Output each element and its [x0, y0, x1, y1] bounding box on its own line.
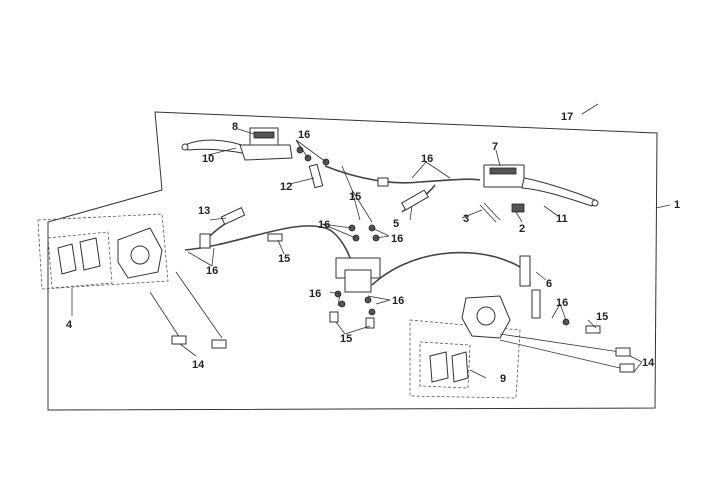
- caliper-piston-right: [476, 306, 496, 326]
- callout-17: 17: [561, 111, 573, 123]
- callout-8: 8: [232, 121, 238, 133]
- caliper-piston-left: [130, 245, 150, 265]
- callout-16-top-left: 16: [298, 129, 310, 141]
- callout-1: 1: [674, 199, 680, 211]
- fitting-5: [401, 189, 429, 211]
- left-master-body: [239, 144, 293, 161]
- front-brake-hose: [184, 225, 355, 271]
- leader-lines: [71, 103, 671, 379]
- bolt-14-left-2: [211, 339, 227, 349]
- bolt-guide-14c: [499, 333, 621, 353]
- fitting-13: [220, 207, 246, 225]
- junction-body: [344, 269, 372, 293]
- washer-c7: [364, 296, 372, 304]
- bolt-14-right-2: [619, 363, 635, 373]
- washer-c8: [368, 308, 376, 316]
- wire-3: [479, 202, 501, 223]
- brake-pad-left-1: [57, 243, 77, 275]
- callout-15-bottom: 15: [340, 333, 352, 345]
- callout-16-lower-right: 16: [392, 295, 404, 307]
- caliper-pad-box-left: [37, 213, 169, 290]
- callout-2: 2: [519, 223, 525, 235]
- callout-16-mid-right: 16: [391, 233, 403, 245]
- pad-box-right-inner: [419, 341, 471, 389]
- callout-3: 3: [463, 213, 469, 225]
- banjo-bolt-12: [308, 163, 324, 189]
- callout-11: 11: [556, 213, 568, 225]
- brake-pad-right-1: [429, 351, 449, 383]
- washer-c6: [338, 300, 346, 308]
- reservoir-cap-right: [489, 167, 517, 175]
- callout-5: 5: [393, 218, 399, 230]
- callout-14-right: 14: [642, 357, 655, 369]
- callout-12: 12: [280, 181, 292, 193]
- callout-16-top-right: 16: [421, 153, 433, 165]
- callout-15-top: 15: [349, 191, 361, 203]
- bolt-guide-14b: [175, 271, 223, 339]
- callout-6: 6: [546, 278, 552, 290]
- bolt-14-right-1: [615, 347, 631, 357]
- callout-14-left: 14: [192, 359, 205, 371]
- callout-4: 4: [66, 319, 73, 331]
- bolt-14-left-1: [171, 335, 187, 345]
- bolt-guide-14a: [149, 291, 181, 339]
- rear-brake-hose: [371, 251, 531, 286]
- washer-top-1: [296, 146, 304, 154]
- bolt-guide-14d: [499, 339, 621, 369]
- fitting-top: [377, 177, 389, 187]
- callout-15-left: 15: [278, 253, 290, 265]
- assembly-frame: [47, 111, 658, 411]
- hose-end-13: [199, 233, 211, 249]
- brake-pad-right-2: [451, 351, 469, 383]
- callout-15-right: 15: [596, 311, 608, 323]
- hose-end-6: [531, 289, 541, 319]
- pad-box-left-inner: [47, 231, 113, 289]
- reservoir-cap-left: [253, 131, 275, 139]
- callout-16-lower-left: 16: [309, 288, 321, 300]
- callout-16-mid-left: 16: [318, 219, 330, 231]
- bolt-15-right: [585, 325, 601, 334]
- callout-16-left: 16: [206, 265, 218, 277]
- hose-fitting-6: [519, 255, 531, 287]
- callout-16-right: 16: [556, 297, 568, 309]
- brake-switch: [511, 203, 525, 213]
- bolt-c1: [329, 311, 339, 323]
- left-hose-line: [324, 165, 481, 184]
- lever-tip-left: [181, 143, 189, 151]
- callout-9: 9: [500, 373, 506, 385]
- callout-10: 10: [202, 153, 214, 165]
- right-brake-lever: [521, 177, 596, 207]
- brake-pad-left-2: [79, 237, 101, 271]
- bolt-15-left: [267, 233, 283, 242]
- callout-7: 7: [492, 141, 498, 153]
- bolt-c2: [365, 317, 375, 329]
- callout-13: 13: [198, 205, 210, 217]
- lever-tip-right: [591, 199, 599, 207]
